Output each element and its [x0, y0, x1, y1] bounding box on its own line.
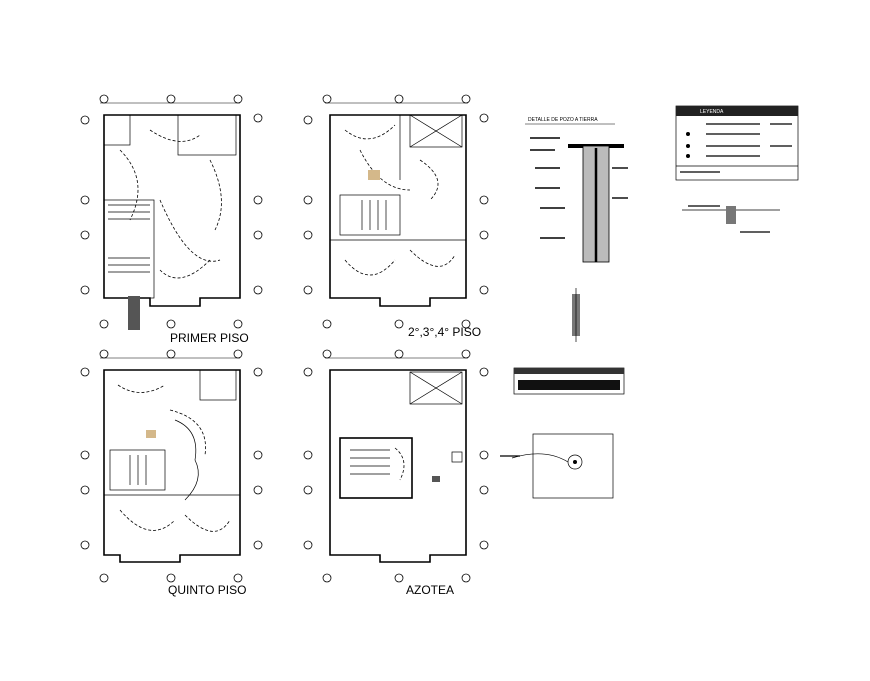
- floor-outline: [329, 369, 467, 563]
- site-frame: [532, 433, 614, 499]
- axis-bubble: [479, 367, 489, 377]
- note-box: [513, 367, 625, 395]
- axis-bubble: [303, 285, 313, 295]
- meter-column: [128, 296, 140, 330]
- axis-bubble: [253, 113, 263, 123]
- axis-bubble: [394, 573, 404, 583]
- detail-title: DETALLE DE POZO A TIERRA: [528, 117, 598, 123]
- axis-bubble: [99, 349, 109, 359]
- axis-bubble: [233, 94, 243, 104]
- axis-bubble: [99, 94, 109, 104]
- axis-bubble: [253, 485, 263, 495]
- axis-bubble: [80, 115, 90, 125]
- plan-title: AZOTEA: [406, 583, 454, 597]
- axis-bubble: [303, 230, 313, 240]
- axis-bubble: [479, 540, 489, 550]
- floor-outline: [329, 114, 467, 307]
- axis-bubble: [461, 94, 471, 104]
- axis-bubble: [233, 573, 243, 583]
- axis-bubble: [80, 230, 90, 240]
- axis-bubble: [166, 319, 176, 329]
- stair-core: [339, 194, 401, 236]
- floor-outline: [103, 369, 241, 563]
- location-plan: [500, 433, 614, 499]
- plan-piso-2-3-4: 2°,3°,4° PISO: [303, 94, 489, 339]
- axis-bubble: [253, 367, 263, 377]
- axis-bubble: [233, 349, 243, 359]
- plan-title: PRIMER PISO: [170, 331, 249, 345]
- axis-bubble: [394, 319, 404, 329]
- lighting-circuit: [119, 129, 222, 279]
- lighting-circuit: [344, 124, 456, 276]
- axis-bubble: [479, 450, 489, 460]
- plan-primer-piso: PRIMER PISO: [80, 94, 263, 345]
- axis-bubble: [233, 319, 243, 329]
- legend-header: [676, 106, 798, 116]
- axis-bubble: [303, 367, 313, 377]
- axis-bubble: [303, 485, 313, 495]
- room: [199, 369, 237, 401]
- axis-bubble: [99, 573, 109, 583]
- axis-bubble: [80, 540, 90, 550]
- axis-bubble: [303, 115, 313, 125]
- axis-bubble: [253, 540, 263, 550]
- axis-bubble: [166, 573, 176, 583]
- lighting-circuit: [394, 447, 405, 481]
- stair-core: [109, 449, 166, 491]
- plan-quinto-piso: QUINTO PISO: [80, 349, 263, 597]
- axis-bubble: [322, 319, 332, 329]
- axis-bubble: [479, 285, 489, 295]
- outlet: [432, 476, 440, 482]
- axis-bubble: [322, 573, 332, 583]
- legend-table: LEYENDA: [675, 105, 799, 233]
- axis-bubble: [166, 94, 176, 104]
- plan-title: 2°,3°,4° PISO: [408, 325, 481, 339]
- axis-bubble: [80, 367, 90, 377]
- room: [103, 114, 131, 146]
- axis-bubble: [322, 94, 332, 104]
- axis-bubble: [303, 540, 313, 550]
- axis-bubble: [461, 319, 471, 329]
- room: [409, 114, 463, 148]
- grounding-detail: DETALLE DE POZO A TIERRA: [525, 117, 628, 342]
- axis-bubble: [394, 94, 404, 104]
- duct: [451, 451, 463, 463]
- hall-curve: [174, 419, 199, 501]
- axis-bubble: [80, 450, 90, 460]
- axis-bubble: [479, 230, 489, 240]
- stair-core: [103, 199, 155, 299]
- axis-bubble: [80, 195, 90, 205]
- axis-bubble: [479, 113, 489, 123]
- axis-bubble: [253, 195, 263, 205]
- axis-bubble: [80, 485, 90, 495]
- legend-frame: [675, 105, 799, 181]
- axis-bubble: [322, 349, 332, 359]
- axis-bubble: [479, 195, 489, 205]
- floor-outline: [103, 114, 241, 307]
- room: [409, 371, 463, 405]
- plan-title: QUINTO PISO: [168, 583, 246, 597]
- switch-detail: [682, 205, 780, 233]
- plan-azotea: AZOTEA: [303, 349, 489, 597]
- axis-bubble: [253, 285, 263, 295]
- axis-bubble: [253, 230, 263, 240]
- fixture: [146, 430, 156, 438]
- stair-housing: [339, 437, 413, 499]
- axis-bubble: [394, 349, 404, 359]
- axis-bubble: [166, 349, 176, 359]
- axis-bubble: [253, 450, 263, 460]
- axis-bubble: [479, 485, 489, 495]
- axis-bubble: [303, 450, 313, 460]
- axis-bubble: [303, 195, 313, 205]
- room: [177, 114, 237, 156]
- axis-bubble: [461, 349, 471, 359]
- fixture: [368, 170, 380, 180]
- axis-bubble: [461, 573, 471, 583]
- legend-title: LEYENDA: [700, 109, 724, 115]
- lighting-circuit: [117, 384, 231, 532]
- axis-bubble: [80, 285, 90, 295]
- axis-bubble: [99, 319, 109, 329]
